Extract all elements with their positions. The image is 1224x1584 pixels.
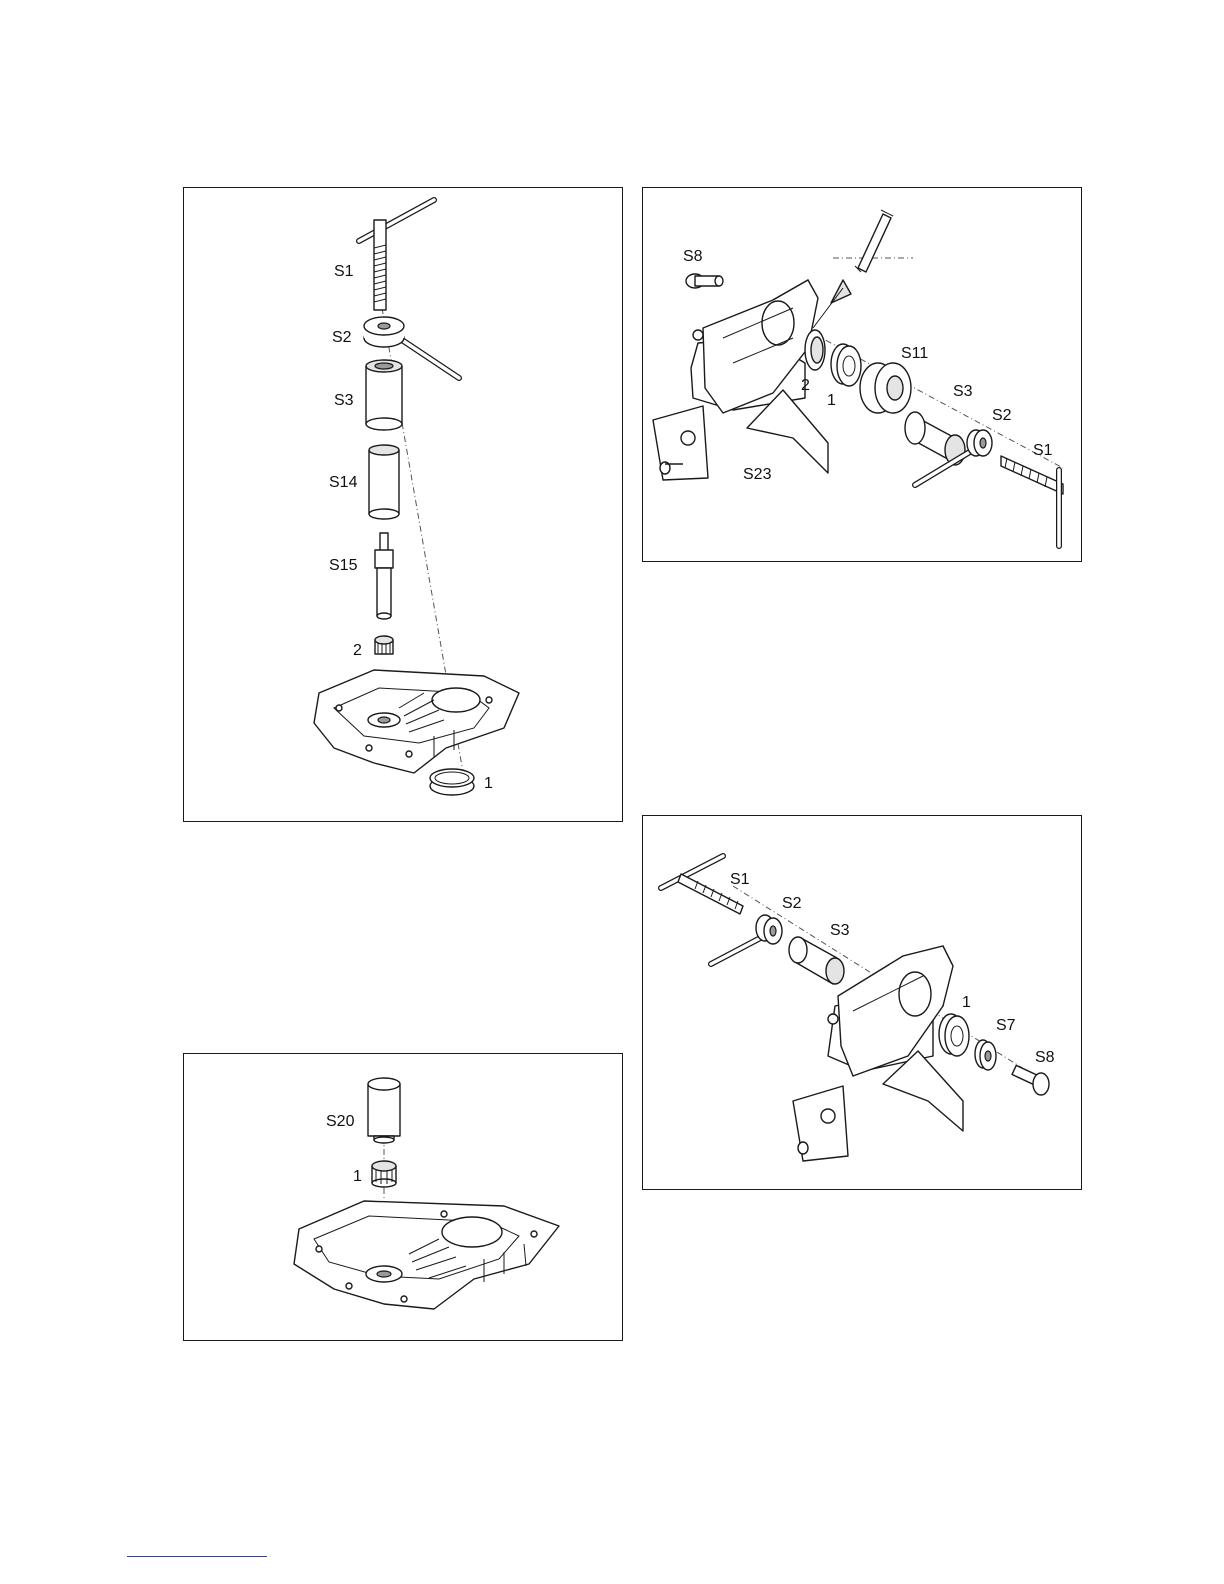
label-s1: S1 [334, 263, 354, 280]
label-s3: S3 [953, 383, 973, 400]
mandrel-s15 [375, 533, 393, 619]
diagram-panel-horizontal-press: S8 S11 2 1 S3 S2 S1 S23 [642, 187, 1082, 562]
crankcase-cover [294, 1201, 559, 1309]
label-s8: S8 [683, 248, 703, 265]
label-s20: S20 [326, 1113, 355, 1130]
label-s2: S2 [782, 895, 802, 912]
horizontal-install-illustration: S1 S2 S3 1 S7 S8 [643, 816, 1083, 1191]
seal-ring-1 [430, 769, 474, 795]
diagram-panel-horizontal-install: S1 S2 S3 1 S7 S8 [642, 815, 1082, 1190]
sleeve-s14 [369, 445, 399, 519]
bearing-1 [831, 344, 861, 386]
plug-s8 [686, 274, 723, 288]
label-s7: S7 [996, 1017, 1016, 1034]
label-part-1: 1 [962, 994, 971, 1011]
seal-2 [805, 330, 825, 370]
sleeve-s3 [366, 360, 402, 430]
horizontal-press-illustration: S8 S11 2 1 S3 S2 S1 S23 [643, 188, 1083, 563]
label-s2: S2 [992, 407, 1012, 424]
label-part-1: 1 [827, 392, 836, 409]
label-s1: S1 [730, 871, 750, 888]
label-part-1: 1 [353, 1168, 362, 1185]
label-s11: S11 [901, 345, 928, 362]
label-s1: S1 [1033, 442, 1053, 459]
label-s3: S3 [334, 392, 354, 409]
sleeve-s3 [789, 937, 844, 984]
needle-bearing-2 [375, 636, 393, 654]
sleeve-s11 [860, 363, 911, 413]
label-s8: S8 [1035, 1049, 1055, 1066]
crankcase-cover [314, 670, 519, 773]
label-part-1: 1 [484, 775, 493, 792]
crankcase-half [793, 946, 963, 1161]
label-s2: S2 [332, 329, 352, 346]
vertical-press-illustration: S1 S2 S3 S14 S15 2 1 [184, 188, 624, 823]
vertical-install-illustration: S20 1 [184, 1054, 624, 1342]
label-part-2: 2 [353, 642, 362, 659]
diagram-panel-vertical-install: S20 1 [183, 1053, 623, 1341]
drift-s20 [368, 1078, 400, 1143]
label-s15: S15 [329, 557, 358, 574]
washer-s7 [975, 1040, 996, 1070]
spindle-s1 [359, 200, 434, 310]
diagram-panel-vertical-press: S1 S2 S3 S14 S15 2 1 [183, 187, 623, 822]
spindle-s1-horizontal [1001, 456, 1063, 546]
retainer-clip [813, 210, 893, 328]
nut-s2 [711, 915, 782, 964]
label-s3: S3 [830, 922, 850, 939]
label-s14: S14 [329, 474, 358, 491]
bearing-1 [939, 1014, 969, 1056]
label-part-2: 2 [801, 377, 810, 394]
plug-s8 [1012, 1065, 1049, 1095]
needle-bearing-1 [372, 1161, 396, 1187]
footer-rule [127, 1556, 267, 1557]
label-s23: S23 [743, 466, 772, 483]
